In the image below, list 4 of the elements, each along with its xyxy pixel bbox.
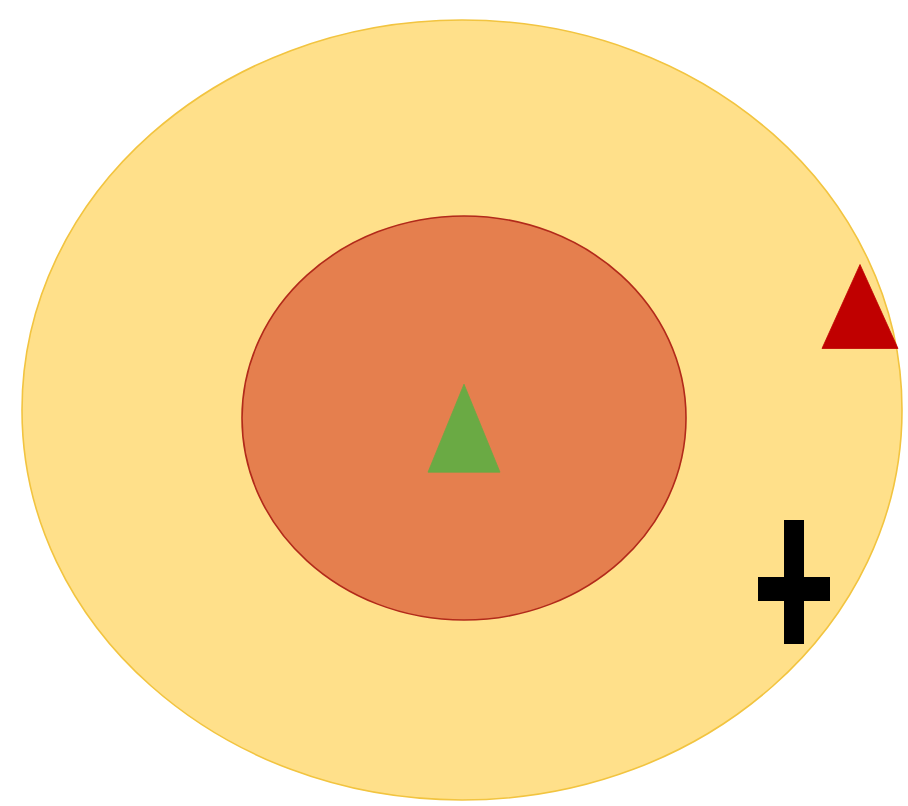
triangle-marker <box>821 264 899 349</box>
inner-ellipse <box>241 215 687 621</box>
triangle-marker <box>427 383 501 473</box>
cross-marker <box>758 520 830 644</box>
